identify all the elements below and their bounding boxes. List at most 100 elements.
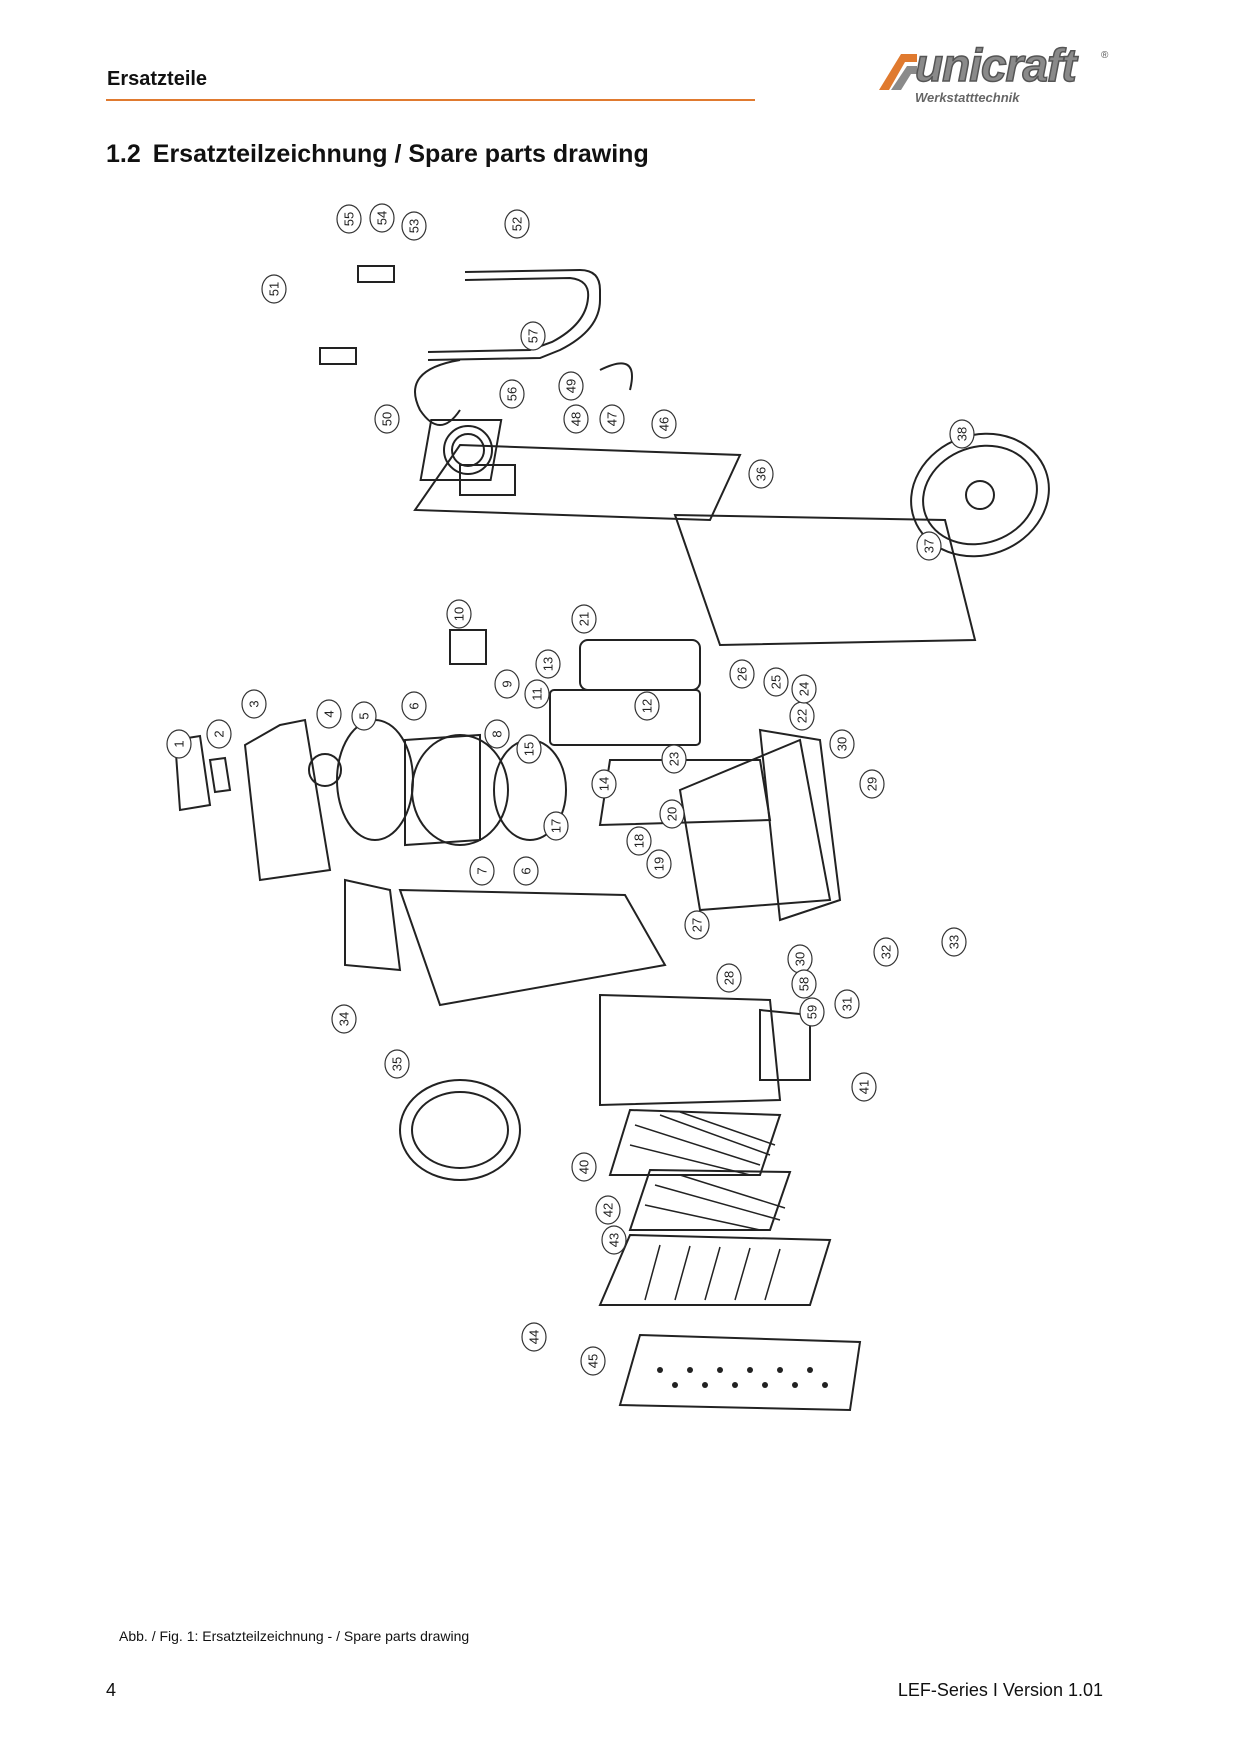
part-number-label: 32: [879, 945, 894, 959]
page-number: 4: [106, 1680, 117, 1700]
part-number-label: 35: [390, 1057, 405, 1071]
part-callout: 9: [494, 669, 520, 699]
part-number-label: 7: [475, 867, 490, 874]
part-callout: 8: [484, 719, 510, 749]
handle-bracket-lower: [319, 347, 357, 365]
part-callout: 47: [599, 404, 625, 434]
part-number-label: 17: [549, 819, 564, 833]
part-number-label: 22: [795, 709, 810, 723]
part-callout: 15: [516, 734, 542, 764]
part-callout: 43: [601, 1225, 627, 1255]
section-title-text: Ersatzteilzeichnung / Spare parts drawin…: [152, 140, 649, 168]
part-number-label: 36: [754, 467, 769, 481]
part-callout: 50: [374, 404, 400, 434]
part-number-label: 24: [797, 682, 812, 696]
handle-bracket-upper: [357, 265, 395, 283]
part-callout: 11: [524, 679, 550, 709]
logo-wordmark: unicraft: [914, 38, 1077, 92]
part-number-label: 41: [857, 1080, 872, 1094]
part-number-label: 56: [505, 387, 520, 401]
part-number-label: 18: [632, 834, 647, 848]
part-number-label: 21: [577, 612, 592, 626]
part-number-label: 15: [522, 742, 537, 756]
part-number-label: 19: [652, 857, 667, 871]
part-callout: 6: [513, 856, 539, 886]
part-number-label: 53: [407, 219, 422, 233]
part-callout: 26: [729, 659, 755, 689]
part-callout: 17: [543, 811, 569, 841]
part-number-label: 12: [640, 699, 655, 713]
figure-caption: Abb. / Fig. 1: Ersatzteilzeichnung - / S…: [119, 1628, 470, 1644]
part-callout: 32: [873, 937, 899, 967]
part-number-label: 38: [955, 427, 970, 441]
part-callout: 36: [748, 459, 774, 489]
part-number-label: 48: [569, 412, 584, 426]
part-callout: 49: [558, 371, 584, 401]
part-number-label: 27: [690, 918, 705, 932]
part-number-label: 45: [586, 1354, 601, 1368]
part-callout: 10: [446, 599, 472, 629]
part-number-label: 9: [500, 680, 515, 687]
part-callout: 55: [336, 204, 362, 234]
part-callout: 22: [789, 701, 815, 731]
part-number-label: 29: [865, 777, 880, 791]
part-number-label: 54: [375, 211, 390, 225]
part-callout: 20: [659, 799, 685, 829]
document-version: LEF-Series I Version 1.01: [897, 1680, 1103, 1700]
part-callout: 46: [651, 409, 677, 439]
part-number-label: 4: [322, 710, 337, 717]
part-callout: 30: [787, 944, 813, 974]
part-number-label: 6: [407, 702, 422, 709]
part-number-label: 42: [601, 1203, 616, 1217]
part-number-label: 34: [337, 1012, 352, 1026]
part-number-label: 31: [840, 997, 855, 1011]
part-callout: 7: [469, 856, 495, 886]
part-number-label: 1: [172, 740, 187, 747]
part-callout: 54: [369, 203, 395, 233]
part-number-label: 47: [605, 412, 620, 426]
part-callout: 52: [504, 209, 530, 239]
part-callout: 40: [571, 1152, 597, 1182]
part-callout: 56: [499, 379, 525, 409]
part-callout: 31: [834, 989, 860, 1019]
part-number-label: 43: [607, 1233, 622, 1247]
logo-tagline: Werkstatttechnik: [915, 90, 1020, 105]
part-number-label: 30: [793, 952, 808, 966]
part-number-label: 51: [267, 282, 282, 296]
part-callout: 42: [595, 1195, 621, 1225]
part-callout: 37: [916, 531, 942, 561]
header-divider: [106, 99, 755, 101]
part-callout: 59: [799, 997, 825, 1027]
part-callout: 19: [646, 849, 672, 879]
section-number: 1.2: [106, 140, 141, 168]
part-number-label: 20: [665, 807, 680, 821]
part-number-label: 13: [541, 657, 556, 671]
part-number-label: 55: [342, 212, 357, 226]
part-number-label: 8: [490, 730, 505, 737]
part-callout: 2: [206, 719, 232, 749]
part-number-label: 50: [380, 412, 395, 426]
part-callout: 48: [563, 404, 589, 434]
part-callout: 21: [571, 604, 597, 634]
part-callout: 33: [941, 927, 967, 957]
page-title: 1.2 Ersatzteilzeichnung / Spare parts dra…: [106, 140, 649, 169]
part-number-label: 49: [564, 379, 579, 393]
part-number-label: 33: [947, 935, 962, 949]
part-number-label: 10: [452, 607, 467, 621]
part-callout: 14: [591, 769, 617, 799]
part-number-label: 30: [835, 737, 850, 751]
part-callout: 51: [261, 274, 287, 304]
part-number-label: 5: [357, 712, 372, 719]
part-number-label: 23: [667, 752, 682, 766]
part-number-label: 57: [526, 329, 541, 343]
part-callout: 45: [580, 1346, 606, 1376]
part-callout: 6: [401, 691, 427, 721]
part-number-label: 58: [797, 977, 812, 991]
part-number-label: 37: [922, 539, 937, 553]
part-number-label: 44: [527, 1330, 542, 1344]
part-callout: 25: [763, 667, 789, 697]
part-callout: 18: [626, 826, 652, 856]
part-number-label: 46: [657, 417, 672, 431]
part-callout: 24: [791, 674, 817, 704]
